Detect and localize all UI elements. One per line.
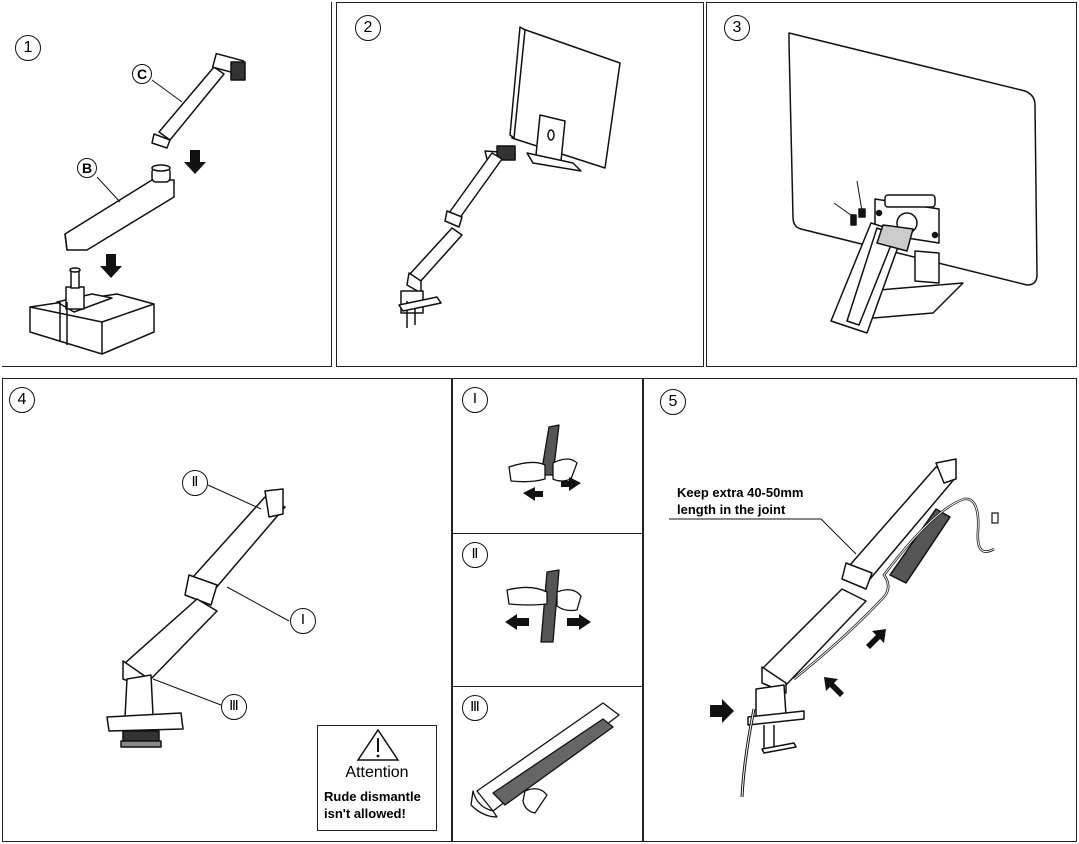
- part-label-c: C: [132, 64, 152, 84]
- arm-adjustment-illustration: [106, 484, 290, 748]
- panel-step-2: 2: [336, 2, 704, 367]
- arrow-up-left-icon: [824, 677, 844, 697]
- step-number-3: 3: [724, 15, 750, 41]
- detail-1-hands-illustration: [508, 424, 581, 501]
- roman-label-2: Ⅱ: [182, 470, 208, 496]
- arrow-down-icon: [184, 150, 206, 174]
- panel-step-4: 4 Ⅱ Ⅰ Ⅲ Attention Rude d: [2, 378, 452, 842]
- arrow-right-icon: [567, 614, 591, 630]
- detail-2-hands-illustration: [505, 569, 591, 643]
- monitor-mounting-illustration: [788, 32, 1038, 334]
- arrow-down-icon: [100, 254, 122, 278]
- panel-detail-3: Ⅲ: [452, 686, 643, 842]
- warning-triangle-icon: [356, 728, 400, 761]
- step-number-5: 5: [660, 389, 686, 415]
- panel-step-1: 1 C B: [2, 2, 332, 367]
- arrow-up-right-icon: [866, 629, 886, 649]
- panel-detail-2: Ⅱ: [452, 533, 643, 687]
- panel-step-3: 3 a g: [706, 2, 1077, 367]
- roman-label-1: Ⅰ: [290, 608, 316, 634]
- detail-label-2: Ⅱ: [462, 542, 488, 568]
- arrow-left-icon: [505, 614, 529, 630]
- detail-label-1: Ⅰ: [462, 387, 488, 413]
- arrow-right-icon: [710, 699, 734, 723]
- arrow-left-icon: [523, 487, 543, 501]
- attention-line-1: Rude dismantle: [324, 789, 421, 804]
- step-number-1: 1: [15, 35, 41, 61]
- part-label-b: B: [77, 158, 97, 178]
- arm-assembly-illustration: [29, 52, 246, 355]
- cable-note-line-2: length in the joint: [677, 502, 786, 517]
- step-number-2: 2: [355, 15, 381, 41]
- step-number-4: 4: [9, 387, 35, 413]
- attention-warning-box: Attention Rude dismantle isn't allowed!: [317, 725, 437, 831]
- cable-management-illustration: [669, 458, 999, 798]
- arrow-right-icon: [561, 477, 581, 491]
- monitor-on-arm-illustration: [398, 26, 621, 328]
- attention-title: Attention: [345, 764, 409, 781]
- detail-3-cover-illustration: [470, 702, 620, 818]
- roman-label-3: Ⅲ: [221, 694, 247, 720]
- cable-note-line-1: Keep extra 40-50mm: [677, 485, 804, 500]
- panel-detail-1: Ⅰ: [452, 378, 643, 534]
- panel-step-5: 5 Keep extra 40-50mm length in the joint: [643, 378, 1077, 842]
- attention-line-2: isn't allowed!: [324, 806, 406, 821]
- detail-label-3: Ⅲ: [462, 695, 488, 721]
